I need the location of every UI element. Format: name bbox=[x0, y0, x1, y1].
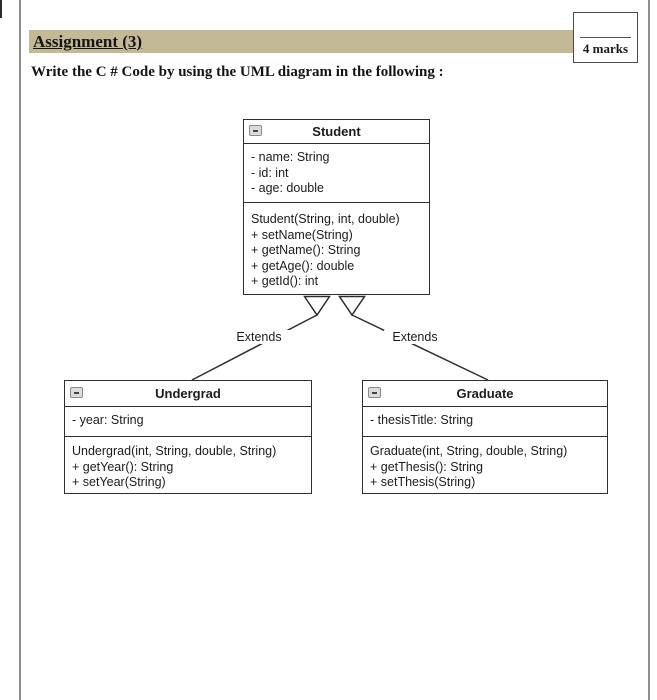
method: + getId(): int bbox=[251, 274, 319, 288]
title-highlight-bar bbox=[29, 30, 573, 53]
attribute: - id: int bbox=[251, 165, 289, 180]
hollow-triangle-arrowhead-right bbox=[338, 295, 366, 317]
class-name: Graduate bbox=[456, 386, 514, 401]
extends-label-left: Extends bbox=[228, 330, 290, 344]
attributes-compartment: - year: String bbox=[65, 407, 311, 437]
attribute: - year: String bbox=[72, 413, 144, 427]
marks-label: 4 marks bbox=[582, 41, 629, 56]
page-left-border bbox=[19, 0, 21, 700]
method: Student(String, int, double) bbox=[251, 212, 400, 226]
assignment-prompt: Write the C # Code by using the UML diag… bbox=[31, 64, 444, 80]
uml-class-undergrad: Undergrad - year: String Undergrad(int, … bbox=[64, 380, 312, 494]
method: Graduate(int, String, double, String) bbox=[370, 444, 568, 458]
marks-divider-line bbox=[580, 37, 631, 38]
class-name: Student bbox=[312, 124, 361, 139]
minus-glyph bbox=[74, 392, 79, 394]
minus-glyph bbox=[372, 392, 377, 394]
collapse-icon bbox=[70, 387, 83, 398]
attributes-compartment: - thesisTitle: String bbox=[363, 407, 607, 437]
hollow-triangle-arrowhead-left bbox=[303, 295, 331, 317]
attributes-compartment: - name: String - id: int - age: double bbox=[244, 144, 429, 203]
class-header-graduate: Graduate bbox=[363, 381, 607, 407]
attribute: - thesisTitle: String bbox=[370, 413, 474, 427]
generalization-line-undergrad bbox=[191, 314, 318, 381]
methods-compartment: Undergrad(int, String, double, String) +… bbox=[65, 437, 311, 493]
minus-glyph bbox=[253, 130, 258, 132]
collapse-icon bbox=[249, 125, 262, 136]
class-header-student: Student bbox=[244, 120, 429, 144]
class-name: Undergrad bbox=[155, 386, 221, 401]
method: + getAge(): double bbox=[251, 258, 355, 273]
class-header-undergrad: Undergrad bbox=[65, 381, 311, 407]
extends-label-right: Extends bbox=[384, 330, 446, 344]
methods-compartment: Student(String, int, double) + setName(S… bbox=[244, 203, 429, 294]
uml-class-graduate: Graduate - thesisTitle: String Graduate(… bbox=[362, 380, 608, 494]
generalization-line-graduate bbox=[351, 314, 489, 381]
method: + setThesis(String) bbox=[370, 475, 476, 489]
method: + getYear(): String bbox=[72, 459, 174, 474]
attribute: - age: double bbox=[251, 181, 324, 195]
method: Undergrad(int, String, double, String) bbox=[72, 444, 277, 458]
scan-artifact-line bbox=[0, 0, 2, 18]
marks-box: 4 marks bbox=[573, 12, 638, 63]
methods-compartment: Graduate(int, String, double, String) + … bbox=[363, 437, 607, 493]
collapse-icon bbox=[368, 387, 381, 398]
assignment-title: Assignment (3) bbox=[33, 32, 143, 51]
method: + setYear(String) bbox=[72, 475, 166, 489]
method: + getName(): String bbox=[251, 243, 361, 257]
method: + setName(String) bbox=[251, 227, 353, 242]
method: + getThesis(): String bbox=[370, 459, 483, 474]
uml-class-student: Student - name: String - id: int - age: … bbox=[243, 119, 430, 295]
page-right-border bbox=[648, 0, 650, 700]
attribute: - name: String bbox=[251, 150, 330, 164]
